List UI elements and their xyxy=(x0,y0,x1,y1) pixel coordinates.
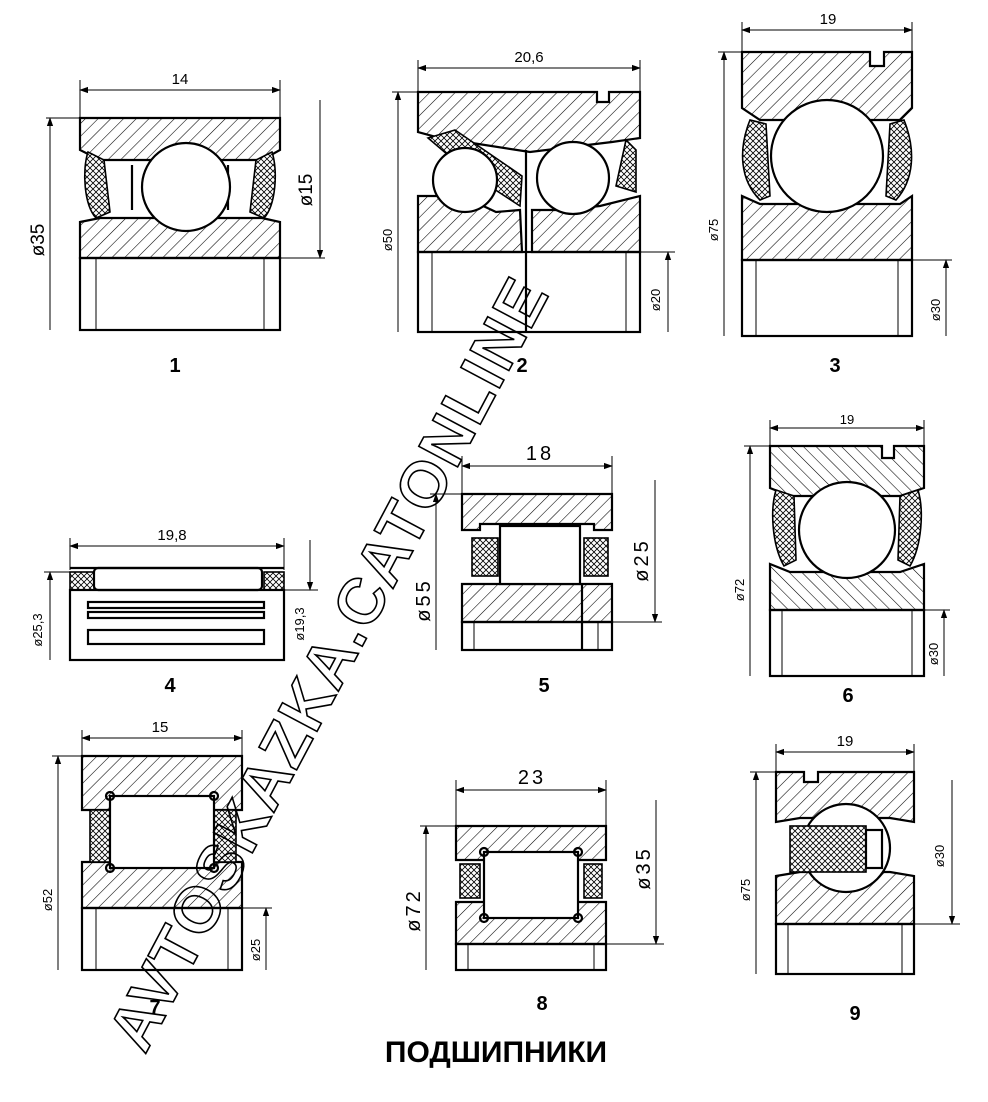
bearing-3: 19 ø75 ø30 3 xyxy=(706,11,952,377)
bearing-7-number: 7 xyxy=(149,997,160,1019)
bearing-5-outer-dia: ø55 xyxy=(413,578,435,621)
bearing-1: 14 ø35 ø15 1 xyxy=(28,71,325,377)
bearing-2: 20,6 ø50 ø20 2 xyxy=(380,49,675,377)
bearing-1-inner-dia: ø15 xyxy=(296,174,317,207)
bearing-7-inner-dia: ø25 xyxy=(248,939,263,961)
bearing-4-outer-dia: ø25,3 xyxy=(30,613,45,646)
bearing-9: 19 ø75 ø30 9 xyxy=(738,733,960,1025)
bearing-6-number: 6 xyxy=(842,685,853,707)
bearing-8-width: 23 xyxy=(518,767,546,789)
bearing-6-inner-dia: ø30 xyxy=(926,643,941,665)
bearing-6-outer-dia: ø72 xyxy=(732,579,747,601)
bearing-2-inner-dia: ø20 xyxy=(648,289,663,311)
bearing-1-width: 14 xyxy=(172,71,189,88)
bearing-6: 19 ø72 ø30 6 xyxy=(732,412,950,707)
bearing-2-width: 20,6 xyxy=(514,49,543,66)
bearing-7: 15 ø52 ø25 7 xyxy=(40,719,272,1019)
bearing-5-inner-dia: ø25 xyxy=(631,538,653,581)
bearing-3-outer-dia: ø75 xyxy=(706,219,721,241)
bearing-1-number: 1 xyxy=(169,355,180,377)
bearing-5-width: 18 xyxy=(526,443,554,465)
bearing-9-outer-dia: ø75 xyxy=(738,879,753,901)
bearing-8: 23 ø72 ø35 8 xyxy=(403,767,664,1015)
bearing-8-inner-dia: ø35 xyxy=(633,846,655,889)
bearing-7-width: 15 xyxy=(152,719,169,736)
bearing-9-width: 19 xyxy=(837,733,854,750)
bearing-5: 18 ø55 ø25 5 xyxy=(413,443,662,697)
page-title: ПОДШИПНИКИ xyxy=(385,1036,607,1069)
bearing-7-outer-dia: ø52 xyxy=(40,889,55,911)
bearing-6-width: 19 xyxy=(840,412,854,427)
bearing-3-number: 3 xyxy=(829,355,840,377)
bearing-4-number: 4 xyxy=(164,675,176,697)
bearing-4-width: 19,8 xyxy=(157,527,186,544)
bearing-4-inner-dia: ø19,3 xyxy=(292,607,307,640)
bearing-3-width: 19 xyxy=(820,11,837,28)
bearing-9-inner-dia: ø30 xyxy=(932,845,947,867)
bearing-8-outer-dia: ø72 xyxy=(403,888,425,931)
bearing-1-outer-dia: ø35 xyxy=(28,224,49,257)
bearing-8-number: 8 xyxy=(536,993,547,1015)
bearing-2-number: 2 xyxy=(516,355,527,377)
bearing-5-number: 5 xyxy=(538,675,549,697)
bearing-2-outer-dia: ø50 xyxy=(380,229,395,251)
bearing-9-number: 9 xyxy=(849,1003,860,1025)
bearing-3-inner-dia: ø30 xyxy=(928,299,943,321)
bearing-4: 19,8 ø25,3 ø19,3 4 xyxy=(30,527,318,697)
